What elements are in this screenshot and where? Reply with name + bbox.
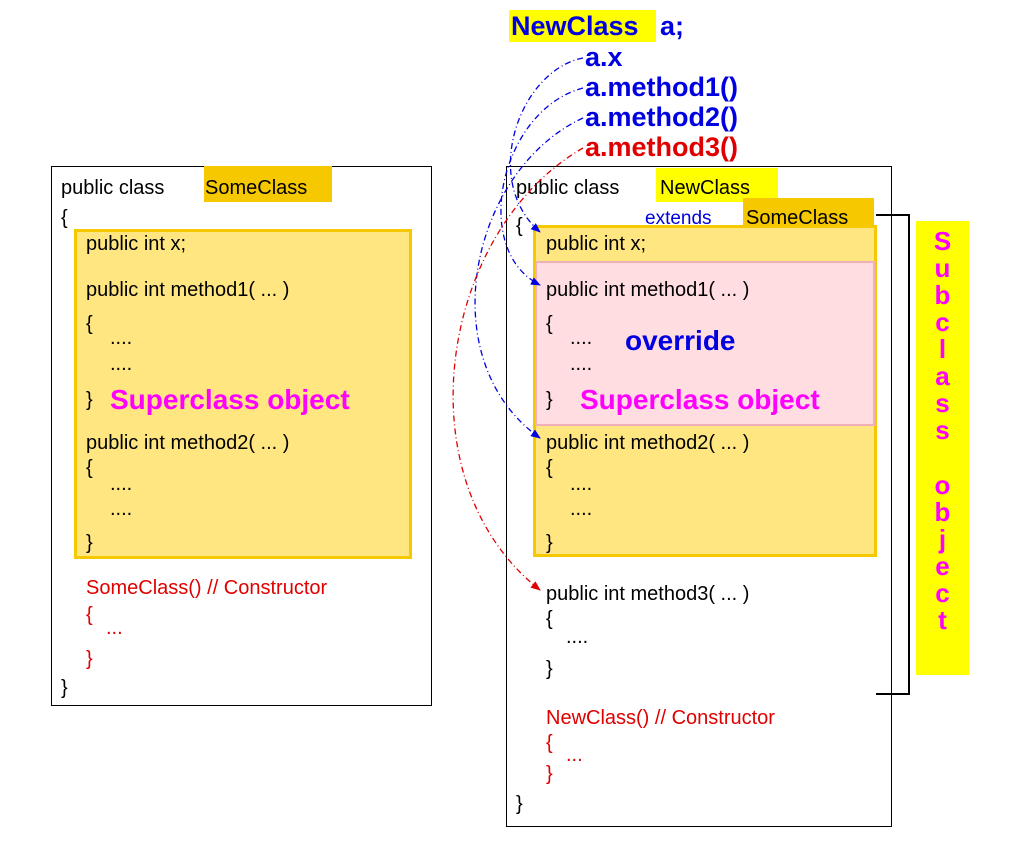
extends-keyword: extends [645,208,712,229]
arrow-ref-method2 [474,117,584,439]
newclass-name-highlight [656,168,778,202]
newclass-constructor: NewClass() // Constructor [546,707,775,729]
subclass-letter: c [935,307,950,337]
arrow-ref-method3 [452,147,584,591]
subclass-object-label [916,221,969,675]
someclass-close-brace: } [61,677,68,699]
newclass-method3-open: { [546,608,553,630]
newclass-name: NewClass [660,177,751,199]
subclass-letter: o [934,470,951,500]
subclass-letter: s [935,415,950,445]
superclass-object-region [74,229,412,559]
newclass-method2-body1: .... [570,473,593,495]
someclass-method2-close: } [86,532,93,554]
declaration-class-highlight [509,10,656,42]
someclass-open-brace: { [61,207,68,229]
declaration-class: NewClass [511,11,639,41]
someclass-method1: public int method1( ... ) [86,279,290,301]
someclass-field: public int x; [86,233,187,255]
someclass-method1-body1: .... [110,327,133,349]
someclass-method2-body2: .... [110,498,133,520]
subclass-letter: a [935,361,950,391]
newclass-method3: public int method3( ... ) [546,583,750,605]
someclass-method2-body1: .... [110,473,133,495]
newclass-method1-body2: .... [570,353,593,375]
subclass-letter: l [938,334,947,364]
newclass-constructor-body: ... [566,744,583,766]
ref-method1: a.method1() [585,72,739,102]
newclass-field: public int x; [546,233,647,255]
someclass-constructor-body: ... [106,617,123,639]
someclass-method2-open: { [86,457,93,479]
someclass-method1-body2: .... [110,353,133,375]
subclass-letter: S [933,226,952,256]
newclass-method3-body: .... [566,626,589,648]
subclass-letter: s [935,388,950,418]
newclass-constructor-close: } [546,763,553,785]
ref-method3: a.method3() [585,132,739,162]
newclass-method2-body2: .... [570,498,593,520]
ref-method2: a.method2() [585,102,739,132]
someclass-name: SomeClass [205,177,308,199]
subclass-letter: t [938,605,947,635]
newclass-close-brace: } [516,793,523,815]
subclass-letter: b [934,280,951,310]
subclass-bracket [876,214,910,695]
someclass-name-highlight [204,166,332,202]
extends-name: SomeClass [746,207,849,229]
newclass-method2: public int method2( ... ) [546,432,750,454]
newclass-superclass-label: Superclass object [580,384,820,415]
someclass-constructor: SomeClass() // Constructor [86,577,328,599]
newclass-method1: public int method1( ... ) [546,279,750,301]
subclass-letter: e [935,551,950,581]
newclass-method3-close: } [546,658,553,680]
newclass-constructor-open: { [546,732,553,754]
subclass-letter: u [934,253,951,283]
someclass-constructor-close: } [86,648,93,670]
newclass-method1-open: { [546,313,553,335]
someclass-method1-open: { [86,313,93,335]
subclass-letter: j [938,524,947,554]
newclass-method2-open: { [546,457,553,479]
newclass-method1-body1: .... [570,327,593,349]
arrow-ref-method1 [500,87,584,286]
override-region [535,261,875,426]
subclass-letter: c [935,578,950,608]
newclass-header-prefix: public class [516,177,620,199]
someclass-superclass-label: Superclass object [110,384,350,415]
someclass-method1-close: } [86,389,93,411]
someclass-method2: public int method2( ... ) [86,432,290,454]
ref-x: a.x [585,42,623,72]
newclass-open-brace: { [516,215,523,237]
arrow-ref-x [509,57,584,233]
someclass-constructor-open: { [86,604,93,626]
newclass-method1-close: } [546,389,553,411]
declaration-var: a; [660,11,685,41]
subclass-letter: b [934,497,951,527]
someclass-header-prefix: public class [61,177,165,199]
override-label: override [625,325,736,356]
newclass-method2-close: } [546,532,553,554]
